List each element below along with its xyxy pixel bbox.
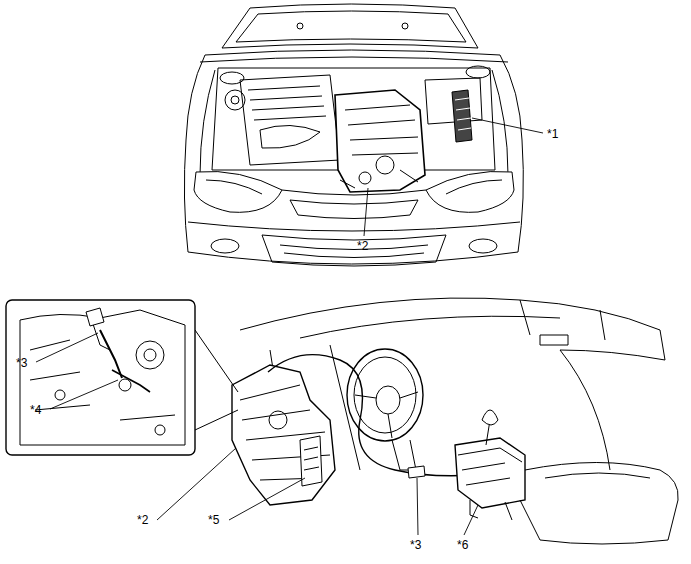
leader-lines [36, 118, 543, 535]
cabin-view [6, 298, 678, 544]
car-front-view [184, 4, 523, 266]
callout-number: *2 [357, 239, 368, 253]
callout-number: *3 [410, 538, 421, 552]
callout-number: *3 [16, 356, 27, 370]
callout-number: *6 [457, 538, 468, 552]
callout-number: *1 [547, 127, 558, 141]
callout-number: *4 [30, 403, 41, 417]
callout-number: *5 [208, 513, 219, 527]
callout-number: *2 [137, 513, 148, 527]
